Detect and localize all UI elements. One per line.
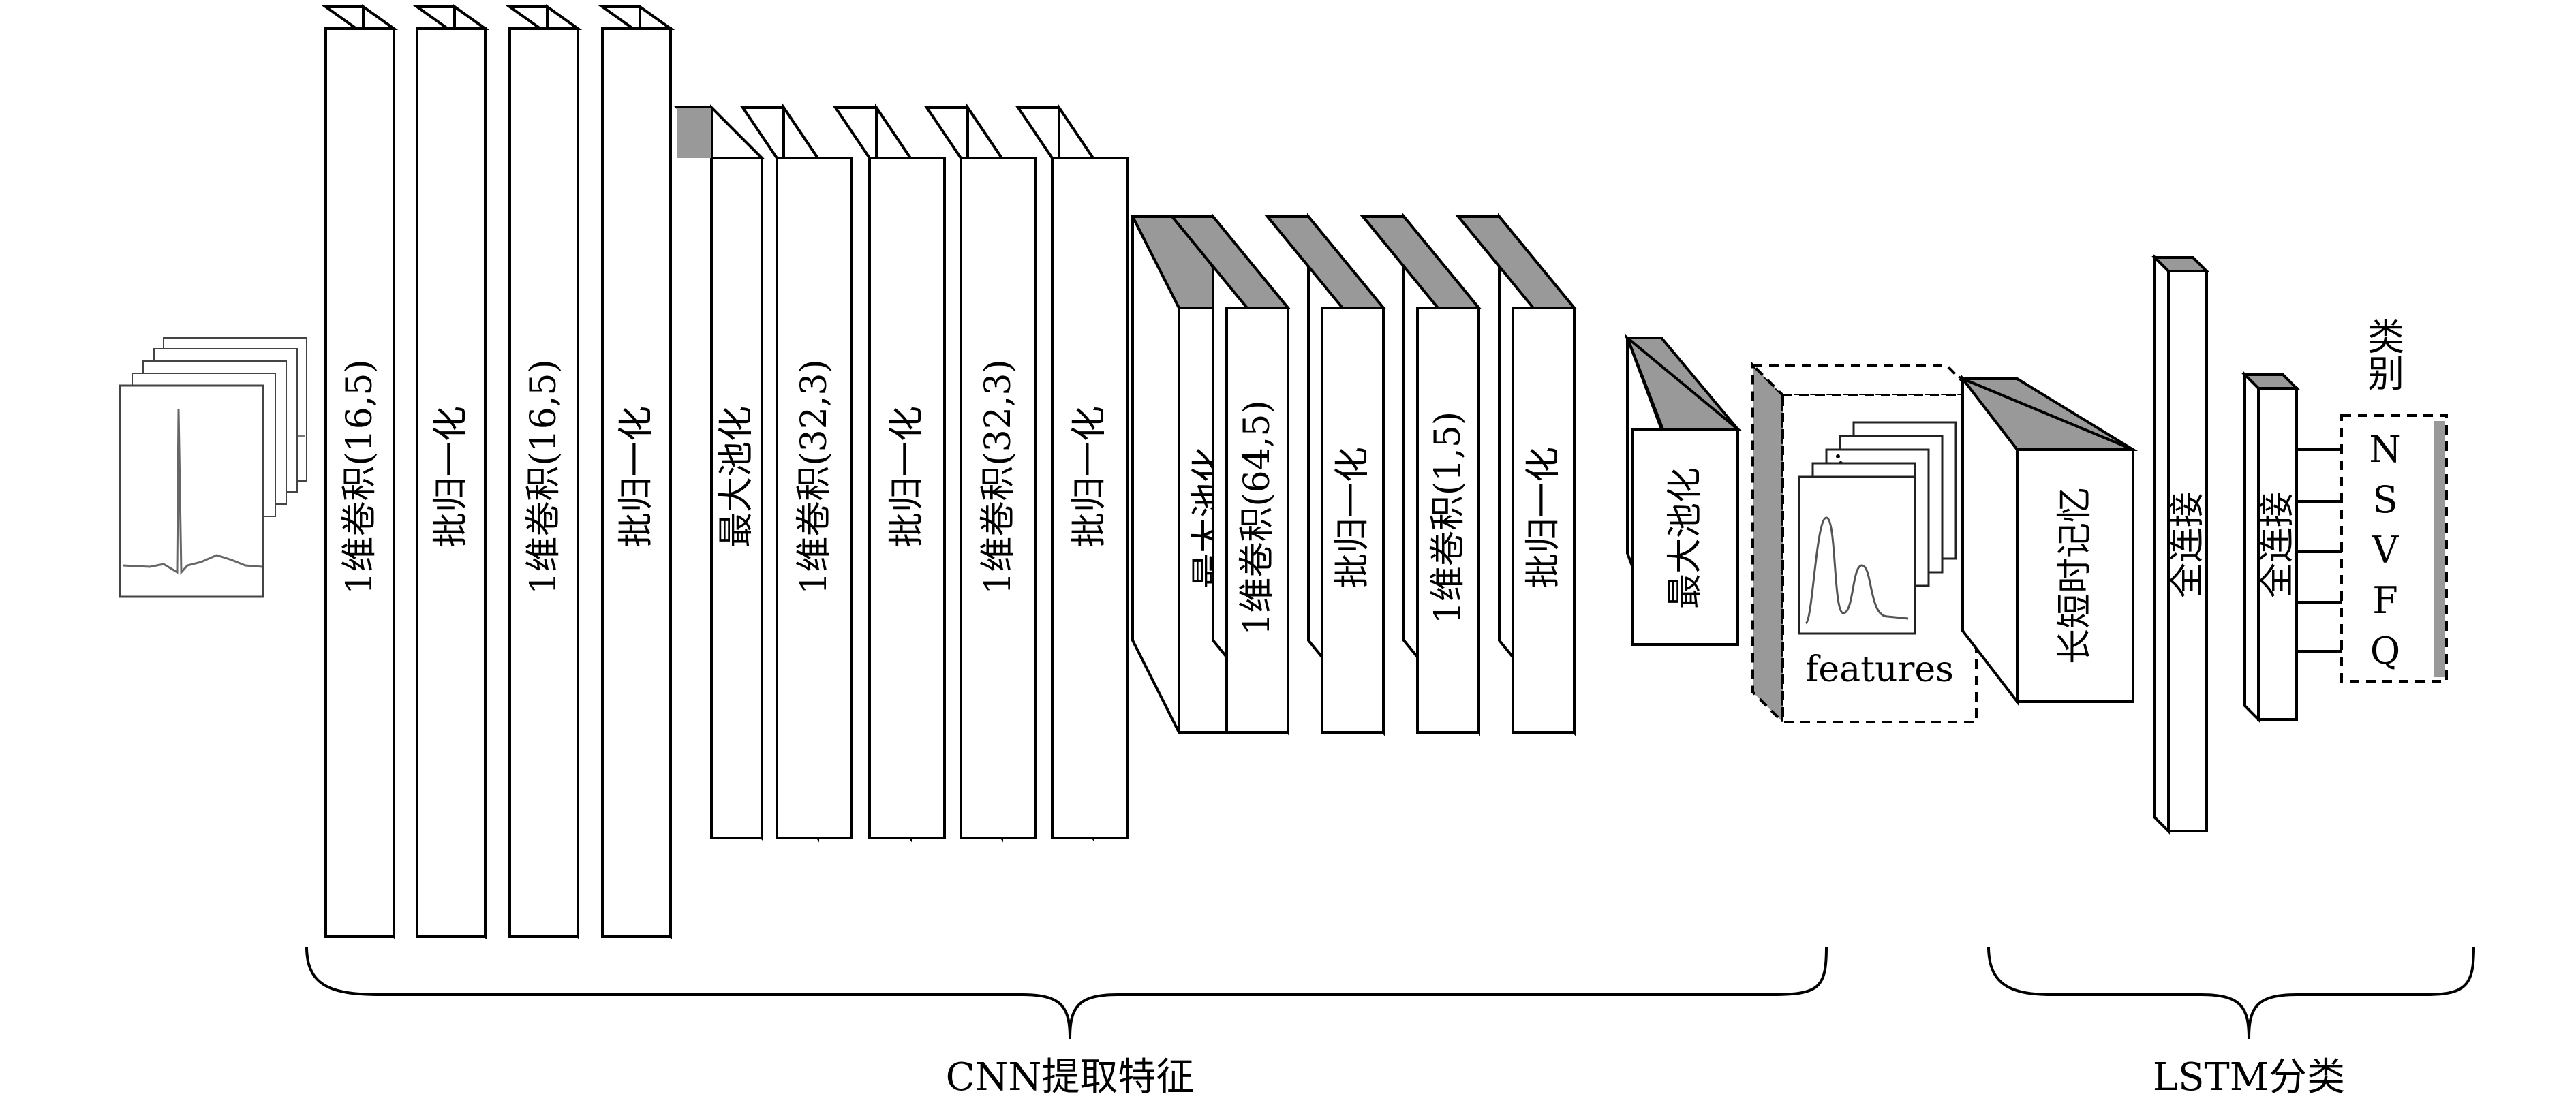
cnn-block-2-label: 批归一化 <box>431 406 472 548</box>
cnn-block-7-batchnorm: 批归一化 <box>833 103 946 843</box>
cnn-block-5-label: 最大池化 <box>716 406 757 548</box>
cnn-block-4-batchnorm: 批归一化 <box>598 4 675 939</box>
class-label-v: V <box>2372 529 2399 572</box>
cnn-block-9-batchnorm: 批归一化 <box>1015 103 1129 843</box>
ecg-input-icon <box>119 337 307 598</box>
class-label-s: S <box>2373 478 2398 521</box>
cnn-block-6-label: 1维卷积(32,3) <box>794 359 835 594</box>
cnn-block-6-conv1d: 1维卷积(32,3) <box>740 103 853 843</box>
cnn-block-5-maxpool: 最大池化 <box>674 104 765 841</box>
class-title-line1: 类别 <box>2361 317 2404 391</box>
cnn-block-15-maxpool: 最大池化 <box>1624 333 1742 646</box>
cnn-block-14-batchnorm: 批归一化 <box>1455 213 1578 736</box>
cnn-block-14-label: 批归一化 <box>1523 447 1564 589</box>
cnn-block-3-conv1d: 1维卷积(16,5) <box>505 4 583 939</box>
cnn-block-1-conv1d: 1维卷积(16,5) <box>321 4 399 939</box>
lstm-block: 长短时记忆 <box>1957 375 2138 706</box>
lstm-caption: LSTM分类 <box>2153 1055 2345 1100</box>
lstm-brace <box>1987 946 2475 1040</box>
cnn-caption: CNN提取特征 <box>946 1055 1195 1100</box>
class-label-n: N <box>2369 428 2401 471</box>
lstm-label: 长短时记忆 <box>2055 487 2096 664</box>
cnn-block-4-label: 批归一化 <box>616 406 657 548</box>
fc-1-label: 全连接 <box>2167 492 2208 598</box>
cnn-block-1-label: 1维卷积(16,5) <box>339 359 380 594</box>
fc-2-label: 全连接 <box>2257 492 2298 598</box>
cnn-block-2-batchnorm: 批归一化 <box>412 4 490 939</box>
cnn-block-12-batchnorm: 批归一化 <box>1264 213 1387 736</box>
features-label: features <box>1805 649 1954 690</box>
cnn-block-8-conv1d: 1维卷积(32,3) <box>924 103 1037 843</box>
cnn-block-7-label: 批归一化 <box>887 406 927 548</box>
cnn-block-13-conv1d: 1维卷积(1,5) <box>1360 213 1482 736</box>
class-label-f: F <box>2372 579 2397 622</box>
cnn-block-15-label: 最大池化 <box>1665 467 1706 609</box>
cnn-block-9-label: 批归一化 <box>1069 406 1110 548</box>
fc-block-2: 全连接 <box>2241 371 2300 723</box>
class-connectors <box>2295 448 2342 654</box>
cnn-block-8-label: 1维卷积(32,3) <box>978 359 1019 594</box>
cnn-brace <box>305 946 1828 1040</box>
cnn-block-12-label: 批归一化 <box>1332 447 1373 589</box>
cnn-block-11-label: 1维卷积(64,5) <box>1237 400 1278 635</box>
cnn-block-11-conv1d: 1维卷积(64,5) <box>1169 213 1291 736</box>
features-block: features <box>1749 362 1980 726</box>
cnn-block-13-label: 1维卷积(1,5) <box>1428 411 1469 624</box>
fc-block-1: 全连接 <box>2151 254 2210 835</box>
class-label-q: Q <box>2370 629 2400 672</box>
cnn-block-3-label: 1维卷积(16,5) <box>523 359 564 594</box>
class-output-box: 类别 N S V F Q <box>2340 317 2448 683</box>
